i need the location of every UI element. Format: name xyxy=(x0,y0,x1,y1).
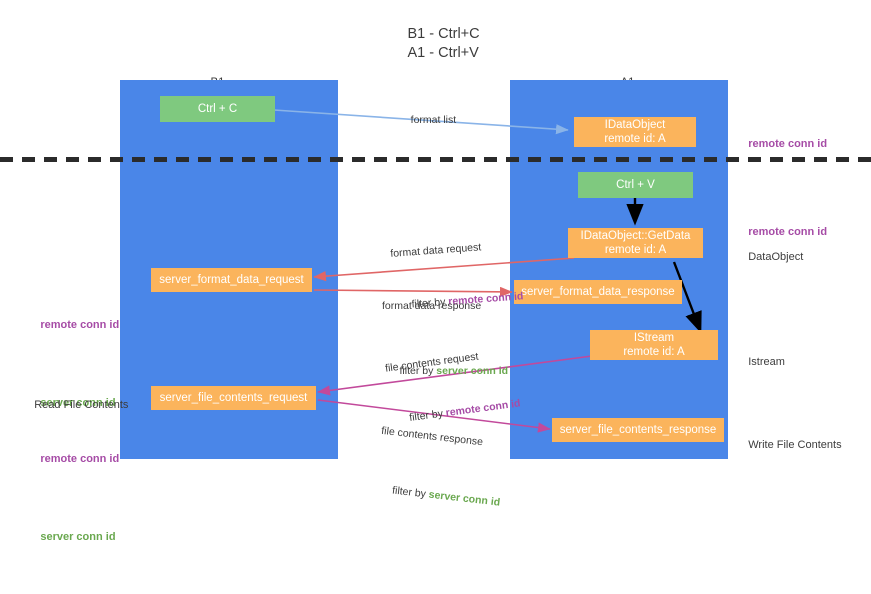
edge-label-file-contents-request-line-1: file contents request xyxy=(384,350,480,375)
node-idataobject-line-1: IDataObject xyxy=(604,119,666,131)
left-label-server-conn-id-1-text: server conn id xyxy=(40,397,116,409)
edge-label-format-data-response-filter-by: filter by xyxy=(399,365,437,377)
diagram-title-line-1: B1 - Ctrl+C xyxy=(407,26,480,42)
right-label-remote-conn-id-mid-text: remote conn id xyxy=(748,226,828,238)
diagram-title: B1 - Ctrl+C xyxy=(0,6,871,63)
node-ctrl-v-label: Ctrl + V xyxy=(616,179,655,191)
diagram-subtitle: A1 - Ctrl+V xyxy=(0,25,871,82)
edge-label-format-list-text: format list xyxy=(410,114,457,126)
node-server-format-data-response[interactable]: server_format_data_response xyxy=(514,280,682,304)
edge-label-file-contents-response-accent: server conn id xyxy=(428,488,501,509)
node-ctrl-v[interactable]: Ctrl + V xyxy=(578,172,693,198)
node-server-file-contents-request-label: server_file_contents_request xyxy=(159,392,308,404)
edge-label-format-data-response-accent: server conn id xyxy=(436,365,509,377)
right-label-write-file-contents-text: Write File Contents xyxy=(748,439,842,451)
right-label-istream: Istream xyxy=(736,341,785,383)
node-idataobject[interactable]: IDataObject remote id: A xyxy=(574,117,696,147)
edge-label-format-data-request-line-1: format data request xyxy=(389,241,482,260)
edge-label-format-data-response-line-2: filter by server conn id xyxy=(382,352,509,391)
diagram-canvas: B1 - Ctrl+C A1 - Ctrl+V B1 connection A1… xyxy=(0,6,871,543)
right-label-istream-text: Istream xyxy=(748,356,785,368)
left-label-group-file: remote conn id server conn id xyxy=(22,402,119,594)
node-ctrl-c-label: Ctrl + C xyxy=(197,103,238,115)
node-server-format-data-request-label: server_format_data_request xyxy=(159,274,304,286)
right-label-dataobject: DataObject xyxy=(736,236,803,278)
left-label-remote-conn-id-1: remote conn id xyxy=(22,304,119,346)
left-label-server-conn-id-2: server conn id xyxy=(22,516,119,558)
node-istream-line-2: remote id: A xyxy=(623,346,685,358)
left-label-read-file-contents-text: Read File Contents xyxy=(34,399,129,411)
node-ctrl-c[interactable]: Ctrl + C xyxy=(160,96,275,122)
right-label-remote-conn-id-top: remote conn id xyxy=(736,123,827,165)
right-label-remote-conn-id-mid: remote conn id xyxy=(736,211,827,253)
right-label-dataobject-text: DataObject xyxy=(748,251,804,263)
right-label-write-file-contents: Write File Contents xyxy=(736,424,842,466)
edge-label-file-contents-response-line-2: filter by server conn id xyxy=(373,470,503,523)
left-label-server-conn-id-1: server conn id xyxy=(22,382,119,424)
left-label-remote-conn-id-2-text: remote conn id xyxy=(40,453,120,465)
node-server-format-data-response-label: server_format_data_response xyxy=(521,286,675,298)
right-label-remote-conn-id-top-text: remote conn id xyxy=(748,138,828,150)
edge-label-format-data-response: format data response filter by server co… xyxy=(382,274,508,417)
edge-label-file-contents-response: file contents response filter by server … xyxy=(370,399,511,548)
left-label-remote-conn-id-2: remote conn id xyxy=(22,438,119,480)
node-server-format-data-request[interactable]: server_format_data_request xyxy=(151,268,312,292)
edge-label-file-contents-response-line-1: file contents response xyxy=(380,424,484,449)
edge-label-format-list: format list xyxy=(399,101,457,140)
node-idataobject-getdata[interactable]: IDataObject::GetData remote id: A xyxy=(568,228,703,258)
left-label-group-format: remote conn id server conn id xyxy=(22,268,119,460)
left-label-read-file-contents: Read File Contents xyxy=(22,384,128,426)
node-server-file-contents-request[interactable]: server_file_contents_request xyxy=(151,386,316,410)
section-divider xyxy=(0,157,871,162)
node-server-file-contents-response[interactable]: server_file_contents_response xyxy=(552,418,724,442)
edge-label-format-data-response-line-1: format data response xyxy=(382,300,482,312)
edge-label-file-contents-response-filter-by: filter by xyxy=(391,484,430,501)
node-istream[interactable]: IStream remote id: A xyxy=(590,330,718,360)
node-getdata-line-1: IDataObject::GetData xyxy=(580,230,691,242)
left-label-remote-conn-id-1-text: remote conn id xyxy=(40,319,120,331)
node-getdata-line-2: remote id: A xyxy=(604,244,667,256)
left-label-server-conn-id-2-text: server conn id xyxy=(40,531,116,543)
diagram-title-line-2: A1 - Ctrl+V xyxy=(407,45,479,61)
node-idataobject-line-2: remote id: A xyxy=(604,133,666,145)
node-istream-line-1: IStream xyxy=(633,332,675,344)
node-server-file-contents-response-label: server_file_contents_response xyxy=(559,424,717,436)
